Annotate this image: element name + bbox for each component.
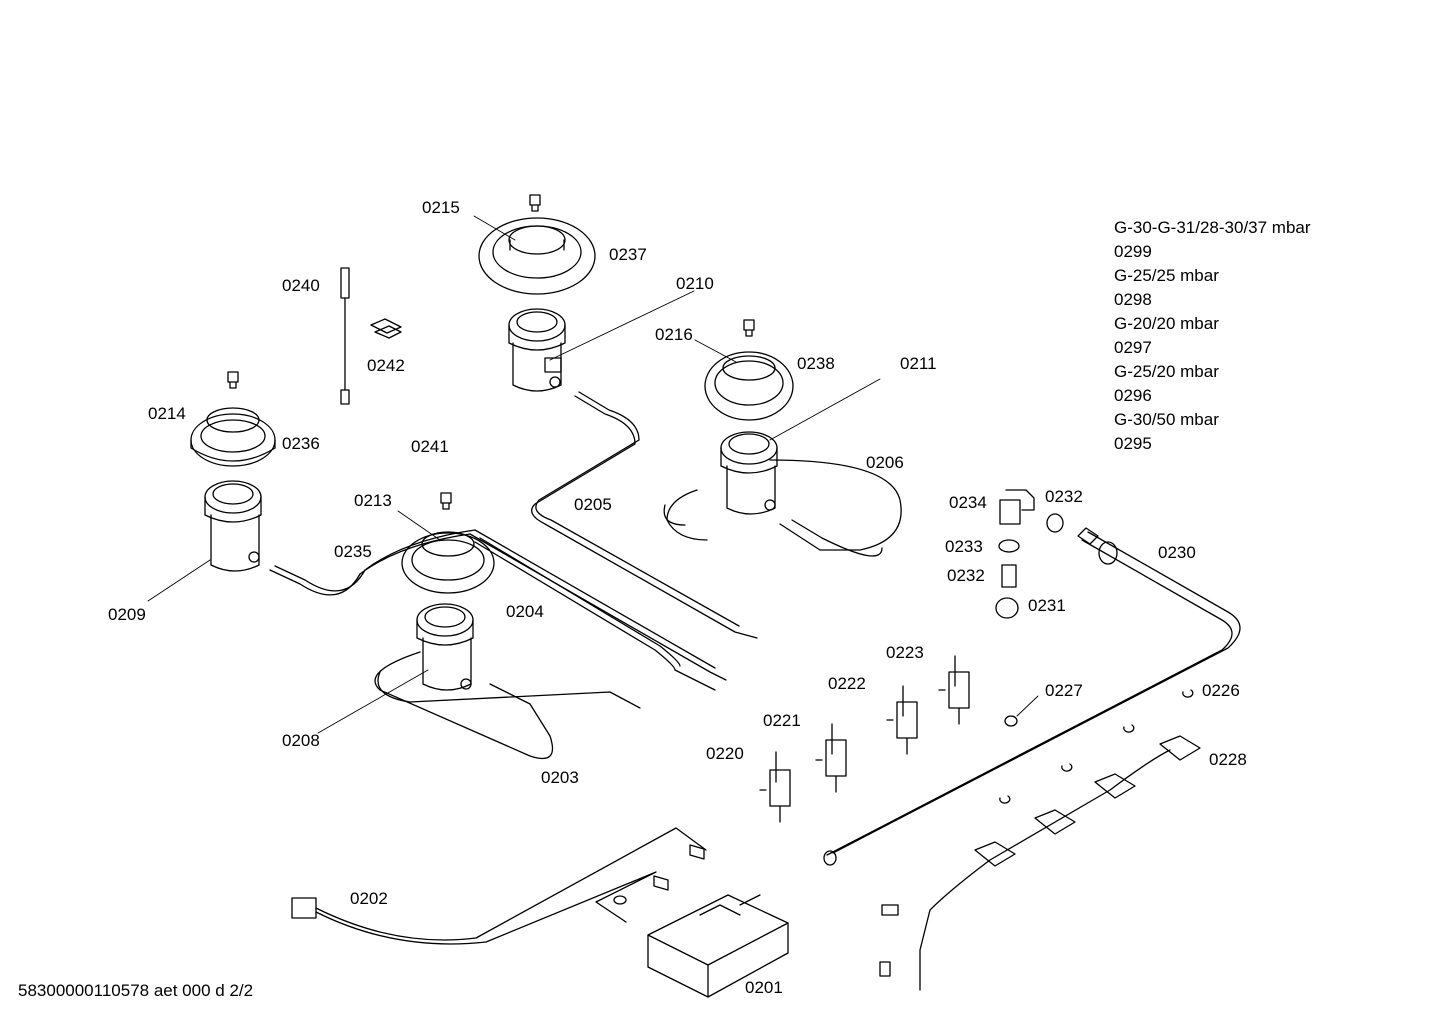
part-label-0232-b: 0232 xyxy=(947,566,985,585)
part-label-0220: 0220 xyxy=(706,744,744,763)
part-label-0216: 0216 xyxy=(655,325,693,344)
part-label-0205: 0205 xyxy=(574,495,612,514)
valves xyxy=(759,655,970,823)
part-label-0242: 0242 xyxy=(367,356,405,375)
part-label-0236: 0236 xyxy=(282,434,320,453)
burner-right xyxy=(666,319,902,551)
harness-0228 xyxy=(879,735,1201,991)
part-label-0230: 0230 xyxy=(1158,543,1196,562)
part-label-0211: 0211 xyxy=(900,354,937,373)
part-label-0202: 0202 xyxy=(350,889,388,908)
burner-center xyxy=(401,492,495,691)
legend-line: G-20/20 mbar xyxy=(1114,314,1219,333)
part-label-0201: 0201 xyxy=(745,978,783,997)
burner-left xyxy=(190,371,276,572)
legend-line: 0297 xyxy=(1114,338,1152,357)
part-label-0232-a: 0232 xyxy=(1045,487,1083,506)
legend-line: G-25/25 mbar xyxy=(1114,266,1219,285)
burner-top xyxy=(478,194,596,392)
part-label-0231: 0231 xyxy=(1028,596,1066,615)
fittings xyxy=(995,489,1064,727)
wiring-0202 xyxy=(291,827,707,945)
legend-line: 0299 xyxy=(1114,242,1152,261)
part-label-0223: 0223 xyxy=(886,643,924,662)
tubes xyxy=(269,391,883,760)
clip-0242 xyxy=(370,318,402,339)
legend-line: G-30-G-31/28-30/37 mbar xyxy=(1114,218,1311,237)
part-label-0237: 0237 xyxy=(609,245,647,264)
part-label-0209: 0209 xyxy=(108,605,146,624)
part-label-0214: 0214 xyxy=(148,404,186,423)
module-0201 xyxy=(647,894,789,998)
gas-type-legend: G-30-G-31/28-30/37 mbar 0299 G-25/25 mba… xyxy=(1114,216,1311,456)
clips xyxy=(999,689,1194,804)
part-label-0221: 0221 xyxy=(763,711,801,730)
leader-lines xyxy=(147,215,1039,734)
part-label-0241: 0241 xyxy=(411,437,449,456)
part-label-0227: 0227 xyxy=(1045,681,1083,700)
part-label-0228: 0228 xyxy=(1209,750,1247,769)
legend-line: 0298 xyxy=(1114,290,1152,309)
legend-line: G-30/50 mbar xyxy=(1114,410,1219,429)
part-label-0208: 0208 xyxy=(282,731,320,750)
part-label-0233: 0233 xyxy=(945,537,983,556)
part-label-0238: 0238 xyxy=(797,354,835,373)
part-label-0226: 0226 xyxy=(1202,681,1240,700)
part-label-0210: 0210 xyxy=(676,274,714,293)
part-label-0204: 0204 xyxy=(506,602,544,621)
part-label-0213: 0213 xyxy=(354,491,392,510)
legend-line: 0296 xyxy=(1114,386,1152,405)
document-footer: 58300000110578 aet 000 d 2/2 xyxy=(18,981,254,1000)
part-label-0203: 0203 xyxy=(541,768,579,787)
legend-line: 0295 xyxy=(1114,434,1152,453)
part-label-0235: 0235 xyxy=(334,542,372,561)
electrode-0240 xyxy=(340,267,350,405)
part-label-0206: 0206 xyxy=(866,453,904,472)
part-label-0234: 0234 xyxy=(949,493,987,512)
part-label-0222: 0222 xyxy=(828,674,866,693)
part-label-0240: 0240 xyxy=(282,276,320,295)
part-label-0215: 0215 xyxy=(422,198,460,217)
pipe-0230 xyxy=(823,527,1241,866)
legend-line: G-25/20 mbar xyxy=(1114,362,1219,381)
